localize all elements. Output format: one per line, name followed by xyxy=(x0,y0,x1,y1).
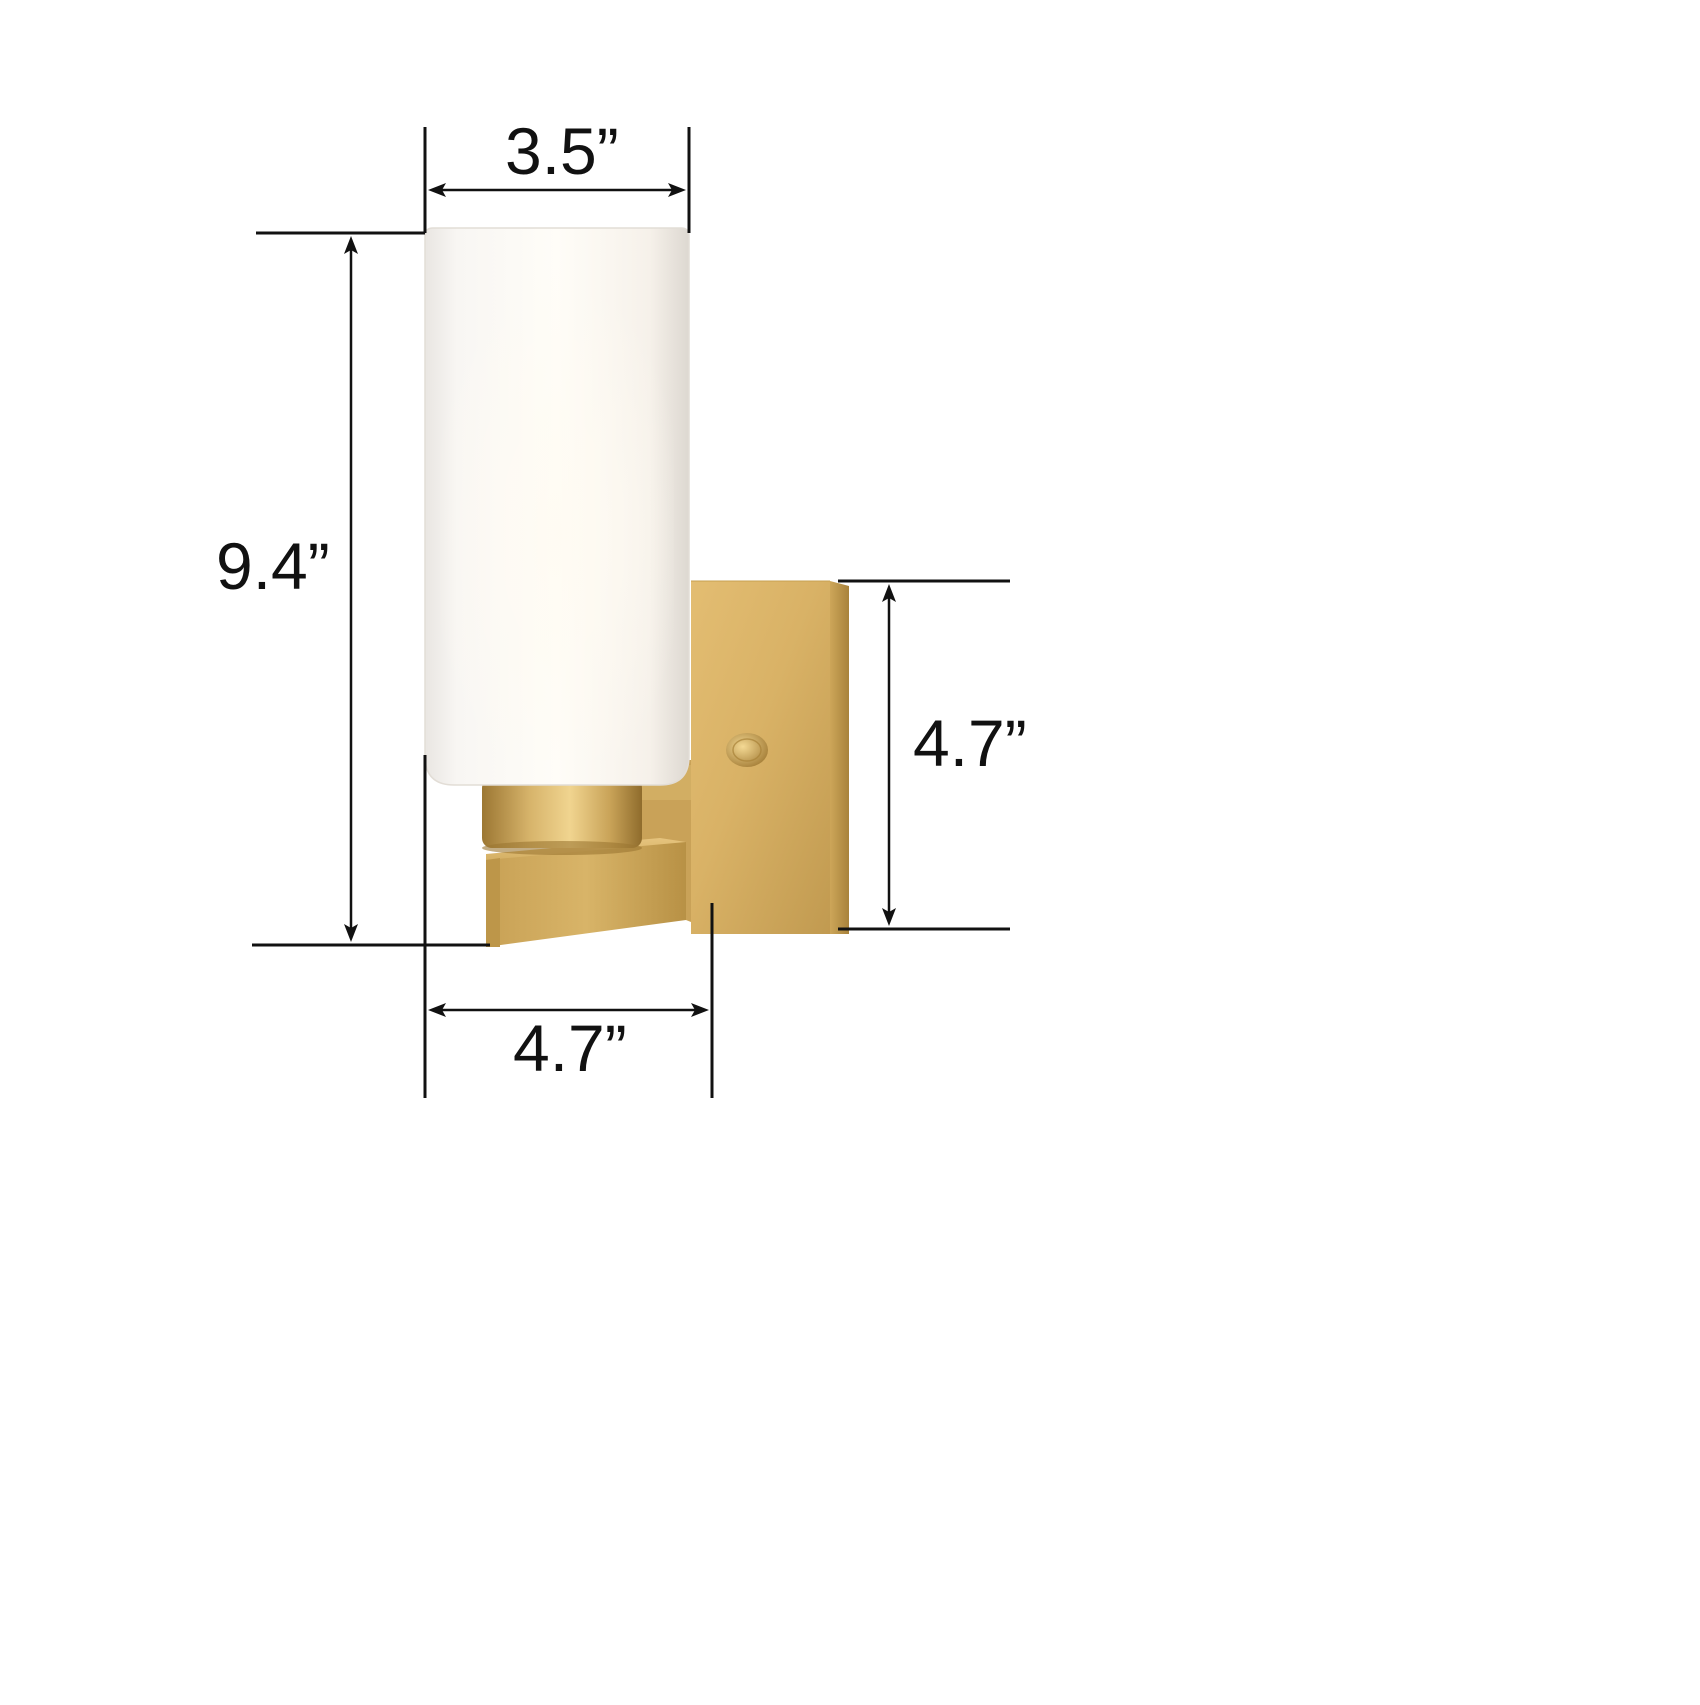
extension-label: 4.7” xyxy=(513,1011,627,1085)
dimension-lines xyxy=(252,127,1010,1098)
socket-cup xyxy=(482,778,642,855)
overall-height-label: 9.4” xyxy=(216,529,330,603)
mounting-screw-knob xyxy=(726,733,768,767)
glass-shade xyxy=(424,227,690,786)
dimension-arrows xyxy=(344,183,896,1017)
backplate-height-label: 4.7” xyxy=(913,706,1027,780)
shade-width-label: 3.5” xyxy=(505,114,619,188)
backplate xyxy=(691,580,849,934)
